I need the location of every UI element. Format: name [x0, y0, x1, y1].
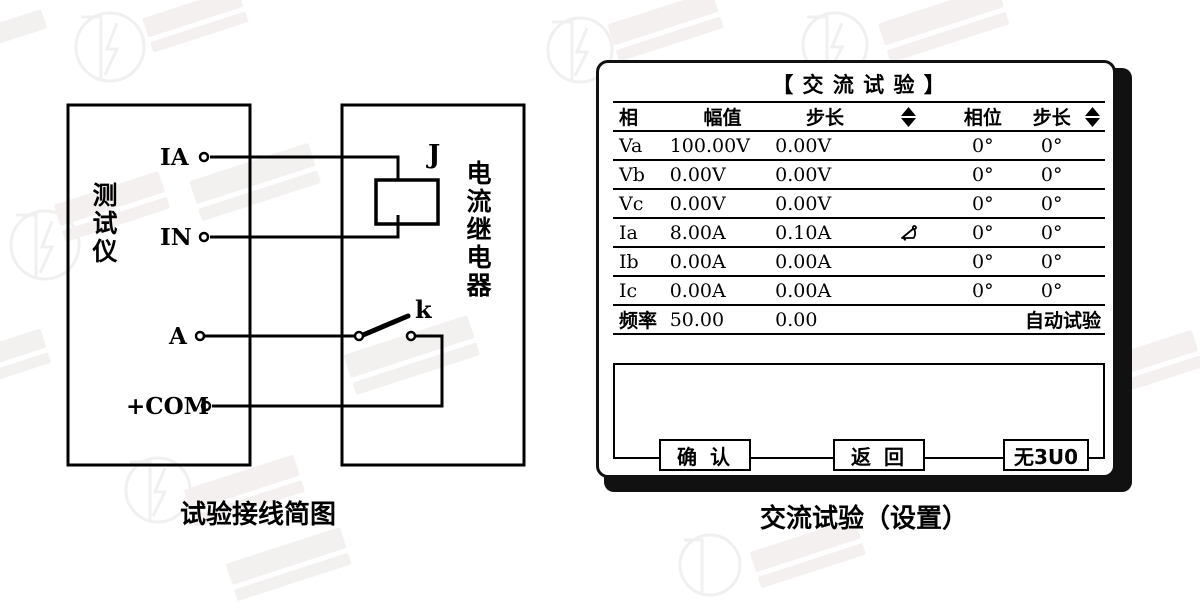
col-header-step: 步长 — [775, 101, 875, 132]
tester-box-label: 测 试 仪 — [92, 181, 118, 266]
wire-in — [210, 215, 400, 239]
cell-angle[interactable]: 0° — [942, 159, 1024, 190]
cell-mark2 — [1079, 246, 1105, 277]
cell-mark2 — [1079, 130, 1105, 161]
col-header-updown-2[interactable] — [1079, 101, 1105, 132]
table-row[interactable]: Va 100.00V 0.00V 0° 0° — [613, 130, 1105, 161]
panel-title: 【 交 流 试 验 】 — [772, 73, 946, 97]
frequency-value[interactable]: 50.00 — [669, 304, 776, 335]
wire-com — [212, 334, 444, 408]
cell-phase: Va — [613, 130, 670, 161]
up-down-arrow-icon[interactable] — [900, 106, 917, 128]
table-row[interactable]: Vb 0.00V 0.00V 0° 0° — [613, 159, 1105, 190]
cell-mark — [874, 130, 943, 161]
cell-angle-step[interactable]: 0° — [1023, 159, 1080, 190]
cell-amplitude[interactable]: 100.00V — [669, 130, 776, 161]
relay-box-label: 电 流 继 电 器 — [466, 159, 492, 300]
back-button[interactable]: 返 回 — [833, 439, 925, 471]
cell-mark — [874, 188, 943, 219]
cell-amplitude[interactable]: 8.00A — [669, 217, 776, 248]
cell-angle-step[interactable]: 0° — [1023, 217, 1080, 248]
terminal-label-ia: IA — [160, 144, 189, 171]
cell-phase: Ia — [613, 217, 670, 248]
cell-mark2 — [1079, 275, 1105, 306]
terminal-label-com: +COM — [126, 393, 210, 420]
cell-step[interactable]: 0.10A — [775, 217, 875, 248]
col-header-amplitude: 幅值 — [669, 101, 776, 132]
cell-step[interactable]: 0.00V — [775, 130, 875, 161]
cell-mark2 — [1079, 188, 1105, 219]
cell-amplitude[interactable]: 0.00V — [669, 188, 776, 219]
cell-angle-step[interactable]: 0° — [1023, 188, 1080, 219]
cell-amplitude[interactable]: 0.00V — [669, 159, 776, 190]
cell-step[interactable]: 0.00A — [775, 275, 875, 306]
cell-step[interactable]: 0.00V — [775, 159, 875, 190]
cell-phase: Vc — [613, 188, 670, 219]
cell-step[interactable]: 0.00A — [775, 246, 875, 277]
cell-amplitude[interactable]: 0.00A — [669, 275, 776, 306]
cell-angle-step[interactable]: 0° — [1023, 130, 1080, 161]
frequency-row[interactable]: 频率 50.00 0.00 自动试验 — [613, 304, 1105, 335]
terminal-dot-com — [200, 400, 212, 412]
instrument-panel: 【 交 流 试 验 】 相 幅值 步长 — [596, 60, 1132, 492]
cell-angle-step[interactable]: 0° — [1023, 275, 1080, 306]
terminal-label-in: IN — [160, 224, 192, 251]
frequency-step[interactable]: 0.00 — [775, 304, 875, 335]
panel-body: 【 交 流 试 验 】 相 幅值 步长 — [596, 60, 1116, 478]
panel-caption: 交流试验（设置） — [759, 504, 968, 534]
wire-ia — [210, 155, 400, 180]
cell-angle[interactable]: 0° — [942, 188, 1024, 219]
cell-amplitude[interactable]: 0.00A — [669, 246, 776, 277]
cell-phase: Vb — [613, 159, 670, 190]
table-header-row: 相 幅值 步长 相位 步长 — [613, 101, 1105, 132]
table-row[interactable]: Ia 8.00A 0.10A — [613, 217, 1105, 248]
cell-mark — [874, 246, 943, 277]
tester-box — [66, 103, 252, 467]
cell-mark — [874, 275, 943, 306]
cell-angle[interactable]: 0° — [942, 217, 1024, 248]
terminal-dot-in — [198, 231, 210, 243]
cell-angle[interactable]: 0° — [942, 246, 1024, 277]
switch-blade — [360, 313, 411, 338]
frequency-mark — [874, 304, 943, 335]
no-3u0-button[interactable]: 无3U0 — [1003, 439, 1089, 471]
coil-label-j: J — [428, 140, 441, 170]
col-header-phase: 相 — [613, 101, 670, 132]
table-row[interactable]: Vc 0.00V 0.00V 0° 0° — [613, 188, 1105, 219]
cell-mark[interactable] — [874, 217, 943, 248]
cell-step[interactable]: 0.00V — [775, 188, 875, 219]
switch-contact-right — [405, 330, 417, 342]
cell-mark — [874, 159, 943, 190]
button-row: 确 认 返 回 无3U0 — [613, 439, 1105, 473]
switch-contact-left — [353, 330, 365, 342]
table-row[interactable]: Ib 0.00A 0.00A 0° 0° — [613, 246, 1105, 277]
diagram-caption: 试验接线简图 — [180, 500, 337, 530]
col-header-updown-1[interactable] — [874, 101, 943, 132]
table-row[interactable]: Ic 0.00A 0.00A 0° 0° — [613, 275, 1105, 306]
bell-icon[interactable] — [898, 224, 918, 244]
cell-angle-step[interactable]: 0° — [1023, 246, 1080, 277]
confirm-button[interactable]: 确 认 — [659, 439, 751, 471]
cell-angle[interactable]: 0° — [942, 130, 1024, 161]
auto-test-label[interactable]: 自动试验 — [942, 304, 1105, 335]
cell-mark2 — [1079, 159, 1105, 190]
col-header-angle-step: 步长 — [1023, 101, 1080, 132]
coil-j — [374, 178, 440, 226]
ac-test-table: 相 幅值 步长 相位 步长 — [613, 101, 1105, 335]
up-down-arrow-icon[interactable] — [1084, 106, 1101, 128]
cell-angle[interactable]: 0° — [942, 275, 1024, 306]
cell-phase: Ib — [613, 246, 670, 277]
terminal-label-a: A — [169, 323, 187, 350]
switch-label-k: k — [415, 295, 432, 324]
cell-phase: Ic — [613, 275, 670, 306]
terminal-dot-a — [194, 330, 206, 342]
relay-box — [340, 103, 526, 467]
wiring-diagram: 测 试 仪 电 流 继 电 器 IA IN A +COM J k 试验接线简图 — [0, 0, 580, 600]
terminal-dot-ia — [198, 151, 210, 163]
frequency-label: 频率 — [613, 304, 670, 335]
col-header-angle: 相位 — [942, 101, 1024, 132]
wiring-diagram-svg — [66, 103, 526, 467]
cell-mark2 — [1079, 217, 1105, 248]
